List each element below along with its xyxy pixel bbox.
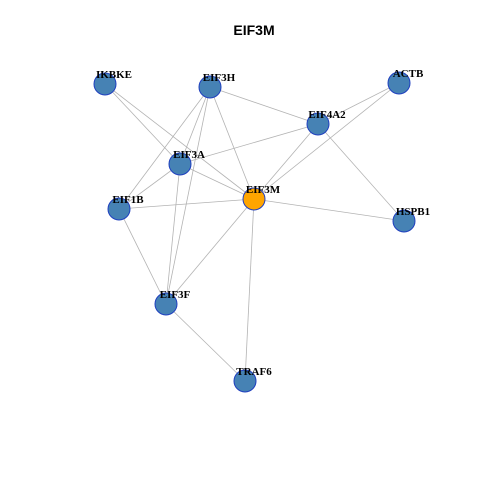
edge-eif3h-eif3m <box>209 86 255 200</box>
node-eif4a2[interactable]: EIF4A2 <box>306 109 346 136</box>
node-eif3a[interactable]: EIF3A <box>168 149 205 176</box>
node-circle-actb[interactable] <box>387 71 411 95</box>
node-circle-eif3h[interactable] <box>198 75 222 99</box>
diagram-title: EIF3M <box>233 22 274 38</box>
node-actb[interactable]: ACTB <box>387 68 424 95</box>
node-ikbke[interactable]: IKBKE <box>93 69 132 96</box>
edge-eif3m-eif3f <box>165 198 255 305</box>
node-label-eif1b: EIF1B <box>112 194 144 206</box>
edge-eif3m-hspb1 <box>253 198 405 222</box>
node-label-hspb1: HSPB1 <box>396 206 430 218</box>
edge-actb-eif3m <box>253 82 400 200</box>
node-eif3f[interactable]: EIF3F <box>154 289 191 316</box>
node-label-eif3m: EIF3M <box>246 184 281 196</box>
node-circle-ikbke[interactable] <box>93 72 117 96</box>
node-circle-eif1b[interactable] <box>107 197 131 221</box>
node-circle-eif3f[interactable] <box>154 292 178 316</box>
node-eif3h[interactable]: EIF3H <box>198 72 236 99</box>
edge-actb-eif4a2 <box>317 82 400 125</box>
edge-eif1b-eif3f <box>118 208 167 305</box>
edge-eif3h-eif3a <box>179 86 211 165</box>
node-label-traf6: TRAF6 <box>236 366 272 378</box>
edge-ikbke-eif3m <box>104 83 255 200</box>
edge-eif3a-eif3m <box>179 163 255 200</box>
edge-eif3h-eif1b <box>118 86 211 210</box>
edge-eif3h-eif3f <box>165 86 211 305</box>
edge-eif3a-eif1b <box>118 163 181 210</box>
edge-eif3m-eif1b <box>118 198 255 210</box>
node-circle-hspb1[interactable] <box>392 209 416 233</box>
node-traf6[interactable]: TRAF6 <box>233 366 272 393</box>
node-circle-eif3m[interactable] <box>242 187 266 211</box>
edge-ikbke-eif3a <box>104 83 181 165</box>
node-circle-eif4a2[interactable] <box>306 112 330 136</box>
node-label-eif4a2: EIF4A2 <box>308 109 346 121</box>
node-hspb1[interactable]: HSPB1 <box>392 206 430 233</box>
node-label-eif3h: EIF3H <box>203 72 236 84</box>
node-circle-traf6[interactable] <box>233 369 257 393</box>
edge-eif3h-eif4a2 <box>209 86 319 125</box>
node-eif3m[interactable]: EIF3M <box>242 184 281 211</box>
edges-layer <box>104 82 405 382</box>
node-circle-eif3a[interactable] <box>168 152 192 176</box>
node-label-eif3f: EIF3F <box>160 289 191 301</box>
node-label-ikbke: IKBKE <box>96 69 132 81</box>
node-label-actb: ACTB <box>393 68 424 80</box>
edge-eif3a-eif3f <box>165 163 181 305</box>
edge-eif4a2-eif3a <box>179 123 319 165</box>
edge-eif4a2-eif3m <box>253 123 319 200</box>
edge-eif3f-traf6 <box>165 303 246 382</box>
edge-eif3m-traf6 <box>244 198 255 382</box>
node-eif1b[interactable]: EIF1B <box>107 194 144 221</box>
edge-eif4a2-hspb1 <box>317 123 405 222</box>
node-label-eif3a: EIF3A <box>173 149 205 161</box>
